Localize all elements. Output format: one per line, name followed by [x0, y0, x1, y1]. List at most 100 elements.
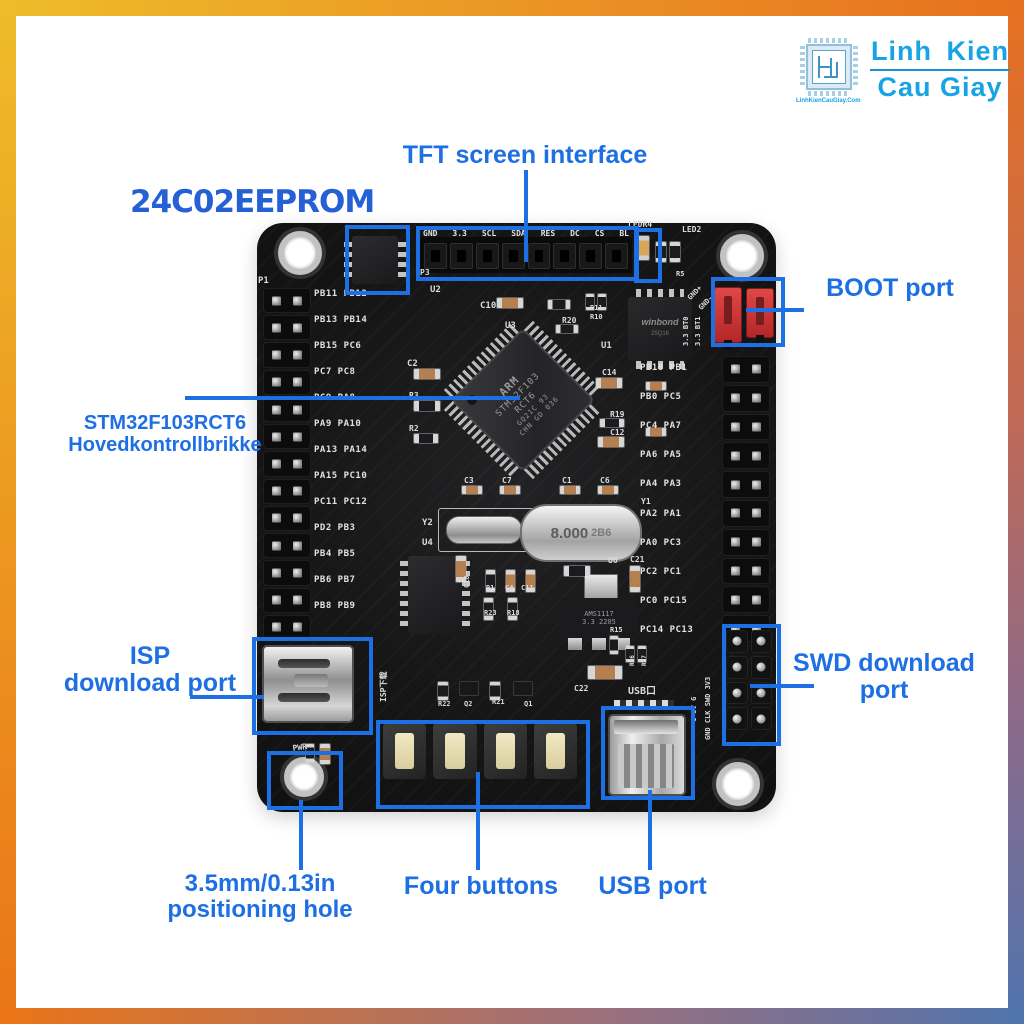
- crystal-marking: 8.000: [550, 524, 589, 542]
- usb-uart-chip: [400, 556, 470, 634]
- label-tft-screen-interface: TFT screen interface: [402, 141, 648, 169]
- y2-crystal: [446, 516, 522, 544]
- tft-header-sockets: [424, 243, 628, 269]
- callout-line-tft: [524, 170, 528, 262]
- header-pin-pair: [263, 505, 311, 532]
- usb-connector-pins: [614, 700, 674, 710]
- chip-icon-pins-top: [808, 38, 850, 43]
- callout-box-boot-jumpers: [711, 277, 785, 347]
- isp-connector-tongue: [294, 674, 328, 687]
- positioning-hole: [284, 757, 324, 797]
- header-pin-pair: [263, 533, 311, 559]
- callout-box-isp-port: [252, 637, 373, 735]
- mcu-body: ARM STM32F103 RCT6 GQ21C 93 CHN GD 036: [450, 327, 596, 473]
- swd-header: [726, 630, 772, 730]
- label-main-mcu: STM32F103RCT6 Hovedkontrollbrikke: [40, 412, 290, 456]
- header-pin-pair: [263, 424, 311, 450]
- swd-pin: [750, 655, 772, 679]
- usb-connector-ridges: [618, 744, 674, 788]
- header-pin-pair: [263, 369, 311, 395]
- chip-logo-icon: LinhKienCauGiay.Com: [796, 38, 861, 104]
- header-pin-pair: [722, 442, 770, 470]
- header-pin-pair: [263, 342, 311, 368]
- header-pin-pair: [722, 471, 770, 498]
- pin-label-row: PC11 PC12: [314, 497, 368, 507]
- brand-name-line2: Cau Giay: [877, 72, 1003, 102]
- chip-icon-trace: [836, 62, 838, 78]
- callout-box-eeprom: [345, 225, 410, 295]
- tft-pin-label: SCL: [481, 229, 497, 238]
- tft-pin-label: BL: [619, 229, 629, 238]
- callout-box-positioning-hole: [267, 751, 343, 810]
- tactile-button: [532, 722, 578, 780]
- regulator-marking2: 3.3 2205: [582, 618, 616, 626]
- u4-leads-left: [400, 561, 408, 629]
- tactile-button: [482, 722, 528, 780]
- flash-marking-brand: winbond: [641, 317, 679, 327]
- main-crystal-8mhz: 8.000 2B6: [520, 504, 642, 562]
- pin-label-row: PA0 PC3: [640, 537, 682, 548]
- usb-connector-lip: [614, 720, 678, 734]
- flash-marking-part: 25Q16: [650, 331, 669, 337]
- swd-pin: [726, 681, 748, 705]
- tft-socket: [475, 243, 499, 269]
- brand-name: Linh Kien Cau Giay: [870, 36, 1010, 112]
- label-swd-line2: port: [859, 676, 909, 704]
- tft-pin-label: 3.3: [452, 229, 467, 238]
- chip-icon-trace: [830, 58, 832, 76]
- tft-socket: [449, 243, 473, 269]
- label-swd-download-port: SWD download port: [766, 650, 1002, 704]
- regulator-leg: [616, 638, 630, 650]
- usb-mini-connector: [608, 714, 686, 796]
- brand-divider: [870, 69, 1010, 71]
- brand-site-text: LinhKienCauGiay.Com: [796, 98, 861, 104]
- label-hole-line1: 3.5mm/0.13in: [184, 870, 336, 897]
- callout-line-boot: [746, 308, 804, 312]
- tft-socket: [424, 243, 447, 269]
- header-pin-pair: [263, 315, 311, 341]
- header-pin-pair: [722, 557, 770, 585]
- flash-leads-bottom: [636, 361, 684, 369]
- pin-label-row: PA4 PA3: [640, 479, 682, 490]
- pin-label-row: PA2 PA1: [640, 508, 682, 519]
- voltage-regulator: AMS1117 3.3 2205: [560, 598, 638, 638]
- callout-line-hole: [299, 800, 303, 870]
- tft-socket: [553, 243, 577, 269]
- chip-icon-trace: [818, 66, 832, 68]
- chip-icon-pins-right: [853, 46, 858, 88]
- pin-label-row: PA6 PA5: [640, 450, 682, 461]
- pin-label-row: PB11 PB12: [314, 289, 368, 299]
- mounting-hole-bottom-right: [716, 762, 760, 806]
- header-pin-pair: [722, 356, 770, 383]
- label-isp-line2: download port: [63, 669, 237, 697]
- chip-icon-pins-bottom: [808, 91, 850, 96]
- header-pin-pair: [722, 384, 770, 412]
- label-mcu-line2: Hovedkontrollbrikke: [68, 433, 262, 456]
- frame-border-left: [0, 0, 16, 1024]
- pin-label-row: PC4 PA7: [640, 421, 682, 432]
- swd-pin: [726, 655, 748, 679]
- brand-logo: LinhKienCauGiay.Com Linh Kien Cau Giay: [796, 36, 1014, 112]
- tft-pin-label: SDA: [511, 229, 526, 238]
- header-pin-pair: [722, 499, 770, 527]
- regulator-leg: [568, 638, 582, 650]
- label-mcu-line1: STM32F103RCT6: [83, 412, 247, 434]
- swd-pin: [726, 707, 748, 730]
- chip-icon-pins-left: [800, 46, 805, 88]
- pin-label-row: PA15 PC10: [314, 471, 368, 481]
- pin-label-row: PC14 PC13: [640, 624, 694, 635]
- header-pin-pair: [722, 413, 770, 441]
- frame-border-bottom: [0, 1008, 1024, 1024]
- header-pin-pair: [263, 560, 311, 586]
- pin-label-row: PA13 PA14: [314, 445, 368, 455]
- tft-pin-label: DC: [570, 229, 580, 238]
- label-boot-port: BOOT port: [826, 274, 954, 302]
- tft-socket: [579, 243, 603, 269]
- chip-icon-trace: [824, 76, 838, 78]
- header-pin-pair: [263, 451, 311, 477]
- callout-line-swd: [750, 684, 814, 688]
